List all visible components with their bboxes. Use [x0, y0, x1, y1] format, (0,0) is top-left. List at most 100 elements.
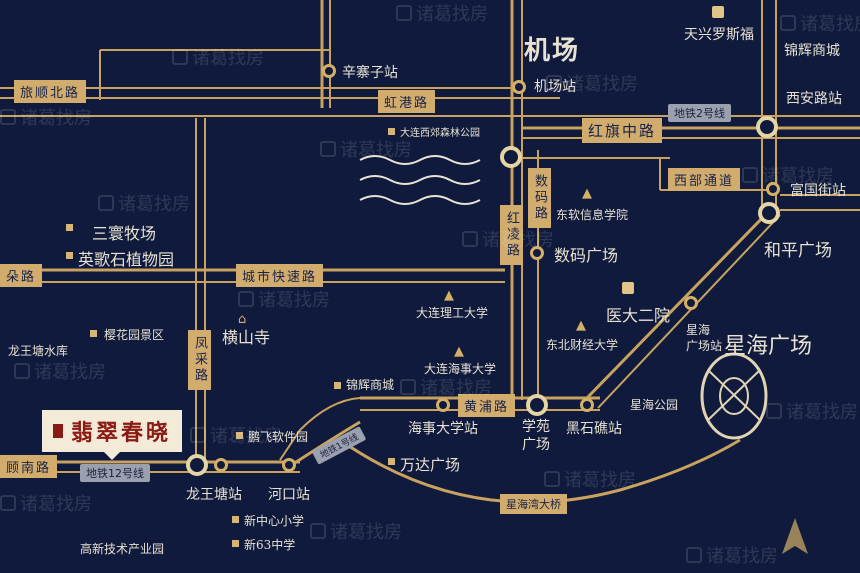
- metro-line-12: 地铁12号线: [80, 464, 150, 482]
- place-hitech-park: 高新技术产业园: [80, 542, 165, 556]
- place-wanda-plaza: 万达广场: [400, 456, 461, 474]
- place-new63-school: 新63中学: [244, 538, 296, 552]
- poi-marker: [232, 540, 239, 547]
- xinghai-plaza-ellipse: [700, 352, 768, 440]
- road-line: [583, 208, 772, 402]
- school-icon: ▲: [576, 318, 586, 333]
- poi-marker: [66, 252, 73, 259]
- station-haishi-university: 海事大学站: [408, 421, 478, 437]
- road-line: [339, 438, 741, 504]
- watermark: 诸葛找房: [396, 0, 488, 26]
- place-sanjian-ranch: 三寰牧场: [92, 224, 157, 243]
- watermark: 诸葛找房: [780, 10, 860, 36]
- station-marker: [526, 394, 548, 416]
- station-fuguo-street: 富国街站: [790, 183, 846, 199]
- watermark: 诸葛找房: [546, 70, 638, 96]
- road-line: [279, 397, 361, 461]
- poi-marker: [90, 330, 97, 337]
- road-shuma: 数码路: [528, 168, 551, 228]
- watermark: 诸葛找房: [686, 542, 778, 568]
- watermark: 诸葛找房: [310, 518, 402, 544]
- station-marker: [756, 116, 778, 138]
- place-sakura-park: 樱花园景区: [104, 328, 165, 342]
- station-xueyuan-plaza: 学苑 广场: [522, 419, 550, 453]
- place-jinhui-mall-top: 锦辉商城: [784, 43, 840, 59]
- watermark: 诸葛找房: [172, 44, 264, 70]
- road-left: 朵路: [0, 264, 43, 287]
- station-xinghai-plaza: 星海 广场站: [686, 323, 723, 353]
- watermark: 诸葛找房: [400, 374, 492, 400]
- place-dalian-west-forest: 大连西郊森林公园: [400, 128, 480, 139]
- station-marker: [214, 458, 228, 472]
- school-icon: ▲: [444, 288, 454, 303]
- place-dalian-tech-univ: 大连理工大学: [416, 306, 489, 320]
- lake-wave: [359, 195, 481, 205]
- road-fengcai: 凤采路: [188, 330, 211, 390]
- poi-marker: [66, 224, 73, 231]
- station-marker: [580, 398, 594, 412]
- place-xinghai-plaza: 星海广场: [724, 334, 813, 359]
- station-xian-road: 西安路站: [786, 91, 842, 107]
- poi-marker: [334, 382, 341, 389]
- station-marker: [282, 458, 296, 472]
- road-lvnan: 顾南路: [0, 455, 58, 478]
- school-icon: ▲: [454, 344, 464, 359]
- watermark: 诸葛找房: [238, 286, 330, 312]
- watermark: 诸葛找房: [0, 104, 92, 130]
- road-honggang: 虹港路: [378, 90, 436, 113]
- poi-marker: [388, 458, 395, 465]
- road-hongqi-middle: 红旗中路: [582, 118, 663, 143]
- station-marker: [500, 146, 522, 168]
- place-digital-plaza: 数码广场: [554, 246, 619, 265]
- road-line: [597, 214, 781, 409]
- place-pengfei-software: 鹏飞软件园: [248, 430, 309, 444]
- seal-icon: [52, 424, 63, 438]
- station-marker: [766, 182, 780, 196]
- hospital-icon: [622, 282, 634, 294]
- station-hekou: 河口站: [268, 487, 310, 503]
- road-hongling: 红凌路: [500, 205, 523, 265]
- watermark: 诸葛找房: [320, 136, 412, 162]
- watermark: 诸葛找房: [766, 398, 858, 424]
- station-marker: [758, 202, 780, 224]
- station-marker: [186, 454, 208, 476]
- watermark: 诸葛找房: [98, 190, 190, 216]
- station-heping-plaza: 和平广场: [764, 241, 832, 261]
- lake-wave: [359, 155, 481, 165]
- watermark: 诸葛找房: [544, 466, 636, 492]
- poi-marker: [232, 516, 239, 523]
- project-label: 翡翠春晓: [42, 410, 182, 460]
- watermark: 诸葛找房: [462, 226, 554, 252]
- poi-marker: [388, 128, 395, 135]
- temple-icon: ⌂: [238, 312, 247, 327]
- station-longwangtang: 龙王塘站: [186, 487, 242, 503]
- road-xibu-tongdao: 西部通道: [668, 168, 741, 191]
- place-maritime-univ: 大连海事大学: [424, 362, 497, 376]
- poi-marker: [712, 6, 724, 18]
- station-marker: [436, 398, 450, 412]
- project-name: 翡翠春晓: [70, 420, 171, 446]
- station-marker: [684, 296, 698, 310]
- place-medical-univ-2: 医大二院: [606, 306, 671, 325]
- watermark: 诸葛找房: [0, 490, 92, 516]
- place-airport: 机场: [524, 36, 581, 66]
- compass-icon: [780, 516, 810, 556]
- watermark: 诸葛找房: [742, 162, 834, 188]
- place-tianxing-roosevelt: 天兴罗斯福: [684, 27, 754, 43]
- place-hengshan-temple: 横山寺: [222, 328, 271, 347]
- place-yingge-botanical: 英歌石植物园: [78, 250, 175, 269]
- watermark: 诸葛找房: [190, 422, 282, 448]
- watermark: 诸葛找房: [14, 358, 106, 384]
- road-lvshun-north: 旅顺北路: [14, 80, 87, 103]
- station-marker: [512, 80, 526, 94]
- poi-marker: [236, 432, 243, 439]
- road-city-expressway: 城市快速路: [236, 264, 324, 287]
- place-neusoft-institute: 东软信息学院: [556, 208, 629, 222]
- metro-line-2: 地铁2号线: [668, 104, 731, 122]
- station-xinzhaizi: 辛寨子站: [342, 65, 398, 81]
- station-marker: [530, 246, 544, 260]
- place-new-center-school: 新中心小学: [244, 514, 305, 528]
- place-dongbei-finance: 东北财经大学: [546, 338, 619, 352]
